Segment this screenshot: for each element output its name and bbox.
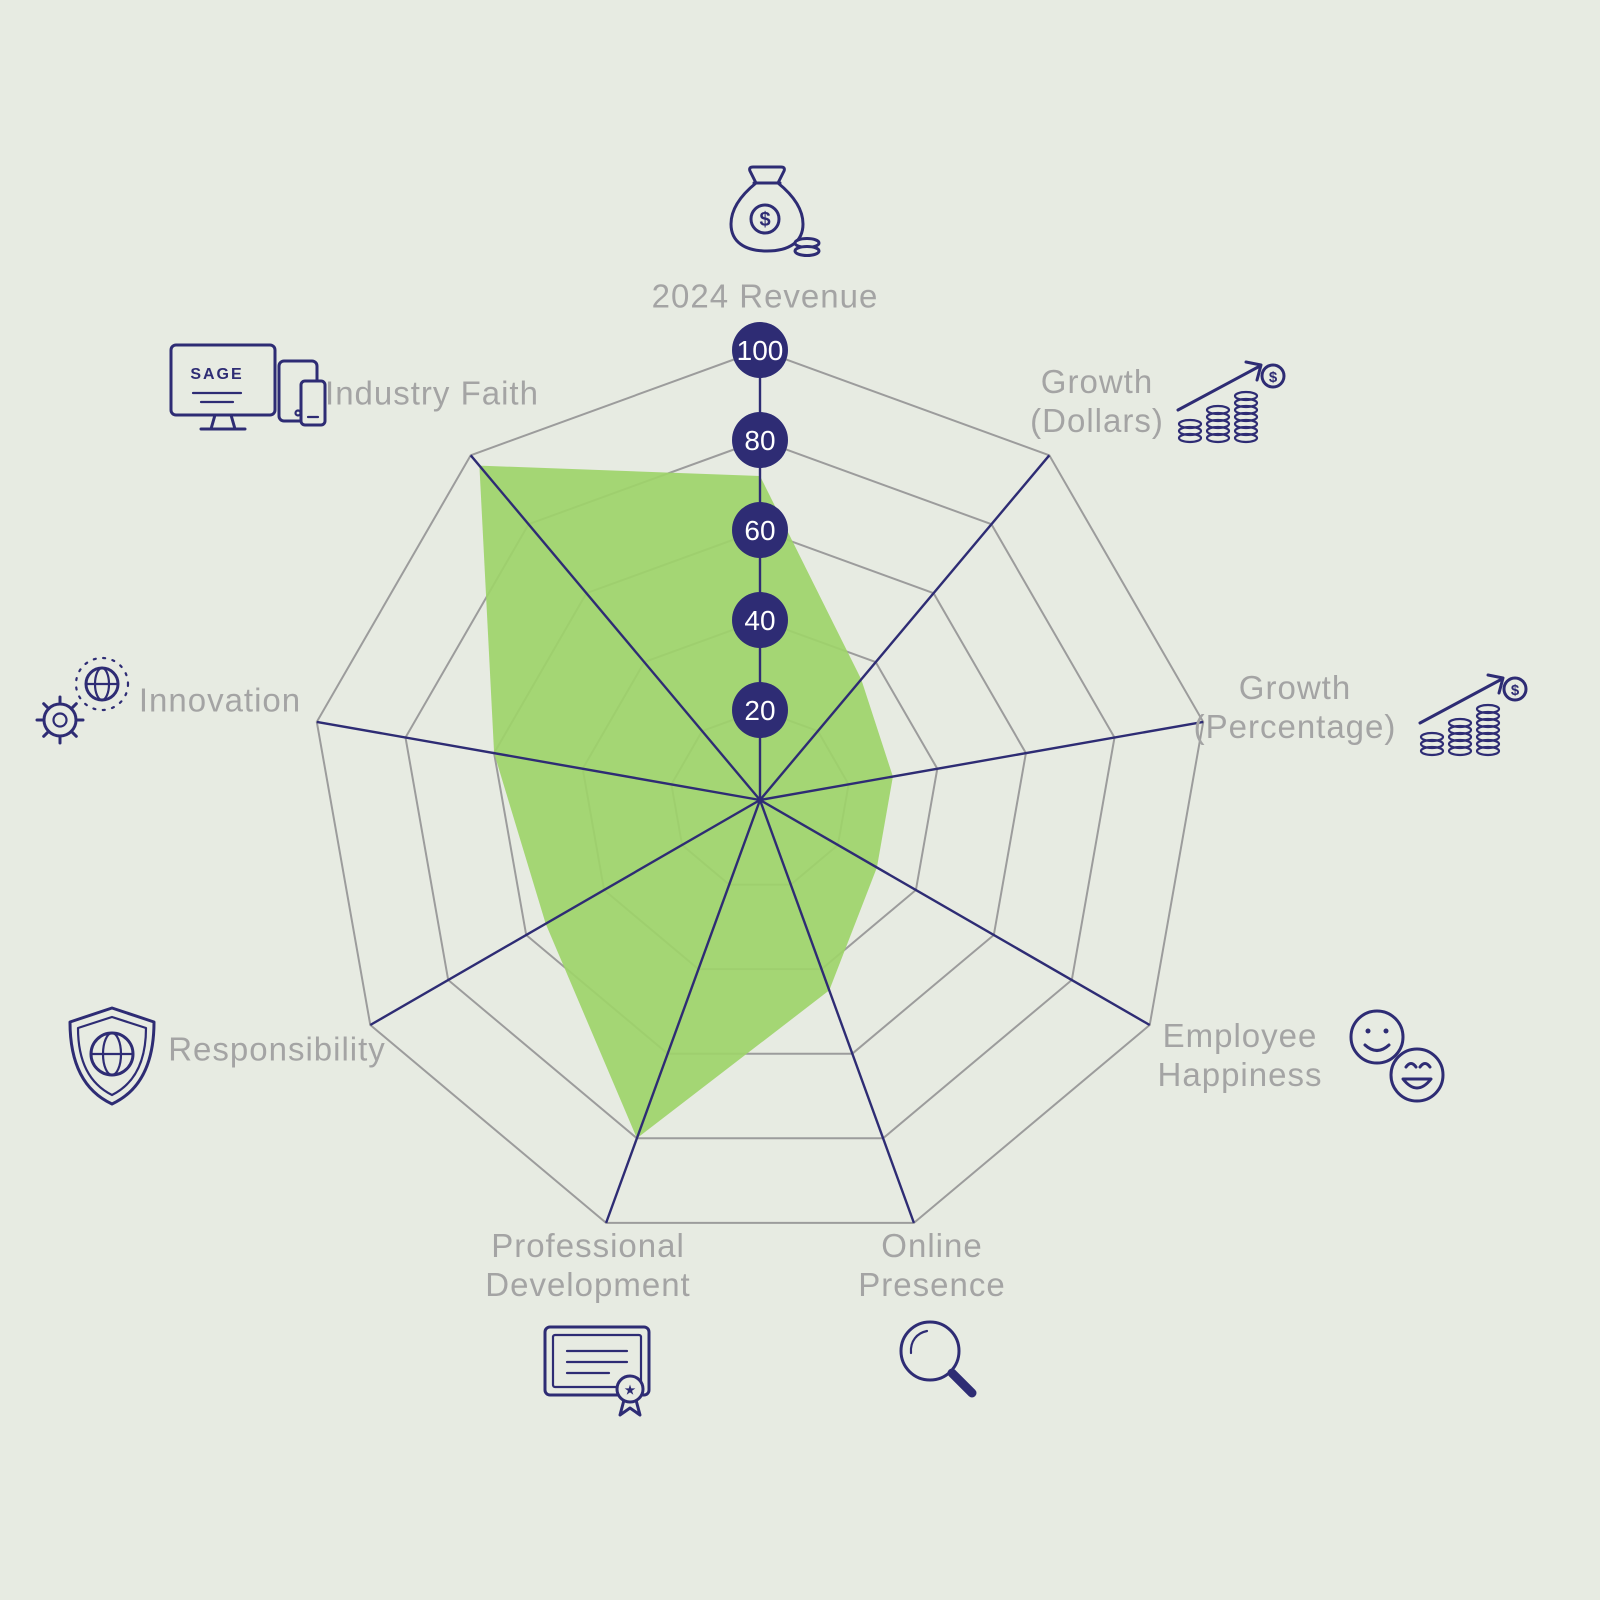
axis-label-line: Industry Faith [325, 374, 539, 412]
axis-spoke [759, 798, 1151, 1027]
money-bag-icon: $ [712, 158, 822, 268]
tick-label: 20 [744, 695, 775, 726]
axis-spoke [759, 454, 1051, 801]
axis-spoke [604, 799, 762, 1224]
axis-label-line: Responsibility [168, 1030, 386, 1068]
dollar-glyph: $ [1269, 369, 1278, 386]
axis-label-line: (Percentage) [1193, 708, 1397, 745]
grid-ring [404, 438, 1116, 1140]
axis-label-professional-development: Professional Development [485, 1227, 690, 1305]
gear-globe-icon [30, 646, 140, 756]
star-glyph: ★ [625, 1383, 636, 1397]
devices-icon: SAGE [167, 337, 327, 447]
dollar-glyph: $ [759, 209, 770, 231]
axis-label-line: Employee [1162, 1017, 1318, 1055]
magnifying-glass-icon [883, 1307, 993, 1417]
grid-ring [315, 348, 1205, 1224]
coin-stacks-growth-icon: $ [1168, 350, 1288, 450]
tick-label: 80 [744, 425, 775, 456]
axis-label-line: 2024 Revenue [651, 277, 879, 315]
tick-label: 40 [744, 605, 775, 636]
axis-label-line: Development [485, 1266, 691, 1303]
axis-label-growth-dollars: Growth (Dollars) [1030, 363, 1164, 441]
certificate-icon: ★ [537, 1307, 657, 1417]
tick-badge [732, 502, 788, 558]
axis-label-industry-faith: Industry Faith [325, 375, 539, 414]
smiley-faces-icon [1343, 1001, 1453, 1111]
axis-label-line: Professional [491, 1227, 685, 1265]
axis-label-line: Growth [1040, 363, 1154, 401]
coin-stacks-growth-icon: $ [1410, 663, 1530, 763]
axis-label-line: Online [881, 1227, 983, 1265]
tick-badge [732, 412, 788, 468]
axis-label-growth-percentage: Growth (Percentage) [1194, 669, 1397, 747]
data-polygon [479, 465, 893, 1139]
axis-label-2024-revenue: 2024 Revenue [652, 278, 879, 317]
axis-label-line: Growth [1238, 669, 1352, 707]
axis-label-responsibility: Responsibility [168, 1031, 386, 1070]
tick-badge [732, 682, 788, 738]
axis-label-employee-happiness: Employee Happiness [1158, 1017, 1323, 1095]
tick-label: 60 [744, 515, 775, 546]
axis-label-line: (Dollars) [1030, 402, 1164, 439]
axis-label-line: Happiness [1157, 1056, 1323, 1093]
dollar-glyph: $ [1511, 682, 1520, 699]
axis-spoke [759, 720, 1204, 802]
shield-globe-icon [57, 1001, 167, 1111]
axis-spoke [316, 720, 761, 802]
axis-spoke [369, 798, 761, 1027]
tick-badge [732, 322, 788, 378]
axis-spoke [469, 454, 761, 801]
axis-label-line: Innovation [138, 681, 302, 719]
axis-label-online-presence: Online Presence [858, 1227, 1005, 1305]
axis-label-line: Presence [858, 1266, 1006, 1303]
screen-text: SAGE [190, 366, 243, 383]
axis-spoke [758, 799, 916, 1224]
tick-badge [732, 592, 788, 648]
axis-label-innovation: Innovation [139, 682, 301, 721]
tick-label: 100 [737, 335, 784, 366]
